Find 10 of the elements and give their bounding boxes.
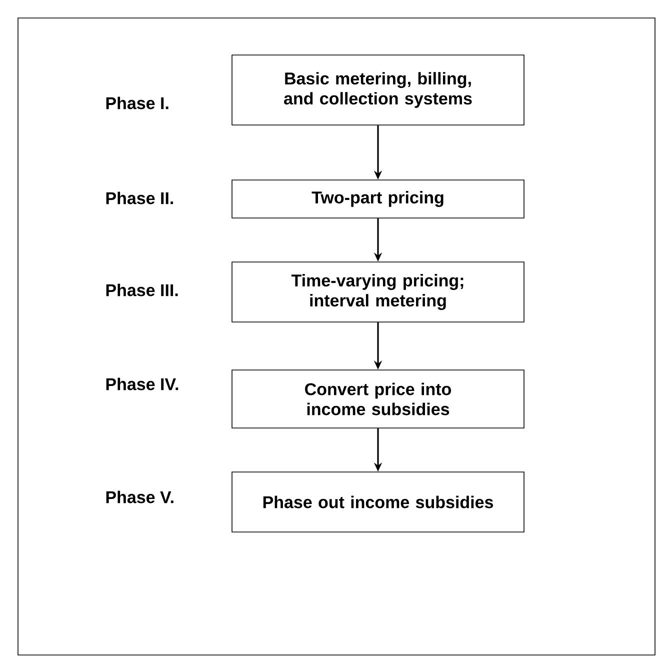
phase-label: Phase II. [106, 192, 173, 204]
process-box: Time-varying pricing; interval metering [232, 262, 524, 322]
process-box: Two-part pricing [232, 180, 524, 218]
phase-label: Phase III. [106, 284, 178, 296]
process-box: Basic metering, billing, and collection systems [232, 54, 524, 126]
process-box: Phase out income subsidies [232, 472, 524, 532]
phase-label: Phase V. [106, 490, 174, 504]
phase-label: Phase I. [106, 96, 168, 110]
phase-label: Phase IV. [106, 378, 178, 390]
process-box: Convert price into income subsidies [232, 370, 524, 428]
